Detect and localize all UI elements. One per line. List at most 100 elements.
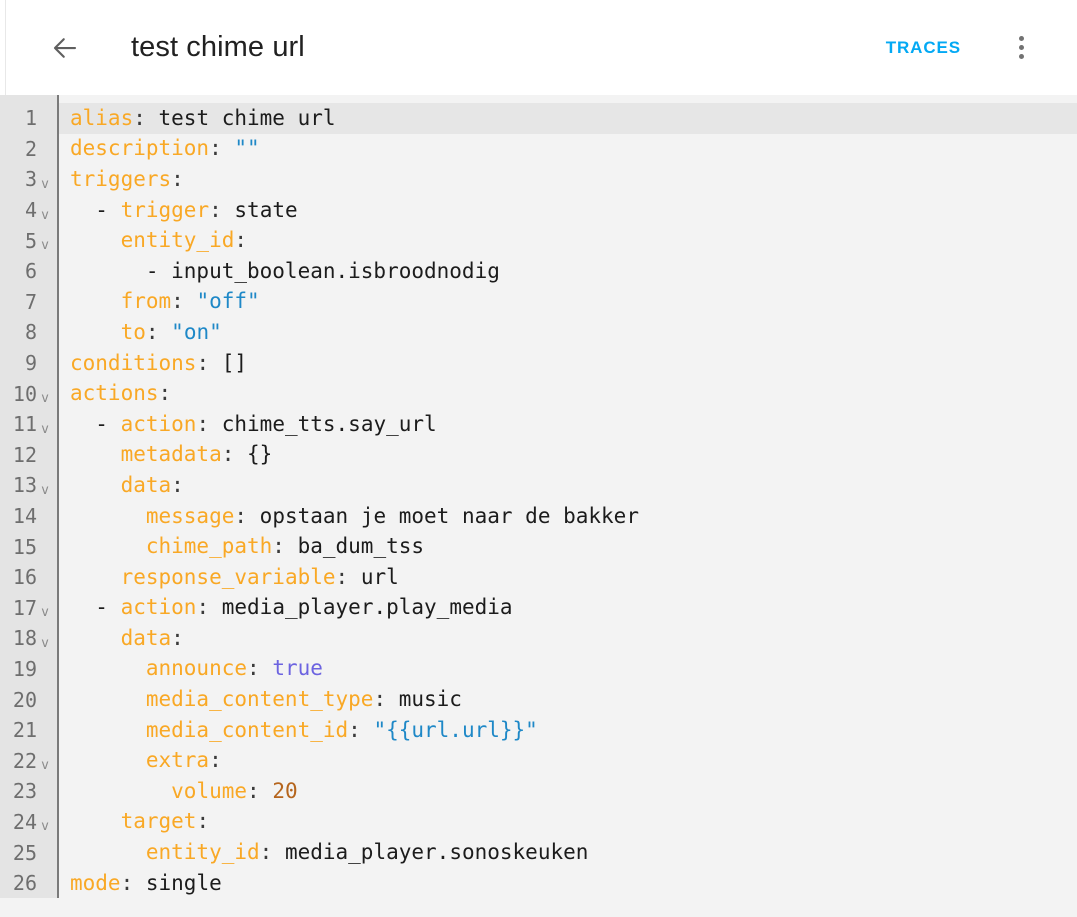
more-vert-icon — [1018, 45, 1024, 50]
token-punct: : — [209, 748, 222, 773]
token-punct: : — [196, 411, 222, 436]
fold-chevron-icon[interactable]: v — [41, 391, 49, 407]
token-plain: - — [95, 197, 121, 222]
code-line[interactable]: 12 metadata: {} — [0, 440, 1077, 471]
traces-button[interactable]: TRACES — [878, 29, 969, 66]
token-punct: : — [209, 197, 235, 222]
code-text: entity_id: media_player.sonoskeuken — [70, 840, 589, 865]
fold-chevron-icon[interactable]: v — [41, 635, 49, 651]
token-punct: : — [196, 809, 210, 834]
line-gutter: 14 — [0, 501, 57, 532]
line-number: 6 — [24, 259, 37, 284]
line-gutter: 23 — [0, 776, 57, 807]
line-gutter: 21 — [0, 715, 57, 746]
token-punct: : — [171, 289, 197, 314]
fold-chevron-icon[interactable]: v — [41, 819, 49, 835]
fold-chevron-icon[interactable]: v — [41, 207, 49, 223]
code-line[interactable]: 15 chime_path: ba_dum_tss — [0, 531, 1077, 562]
fold-chevron-icon[interactable]: v — [41, 482, 49, 498]
token-bool: true — [272, 656, 323, 681]
code-text: data: — [70, 474, 184, 496]
token-plain: ba_dum_tss — [297, 534, 425, 559]
code-line[interactable]: 23 volume: 20 — [0, 776, 1077, 807]
token-punct: : — [348, 717, 374, 742]
token-plain: media_player.sonoskeuken — [284, 840, 589, 865]
line-gutter: 8 — [0, 317, 57, 348]
code-line[interactable]: 6 - input_boolean.isbroodnodig — [0, 256, 1077, 287]
token-key: mode — [70, 870, 121, 895]
token-plain: state — [234, 197, 298, 222]
code-text: - action: chime_tts.say_url — [70, 411, 436, 436]
overflow-menu-button[interactable] — [997, 24, 1045, 72]
token-punct: : — [209, 136, 235, 161]
line-gutter: 16 — [0, 562, 57, 593]
app-toolbar: test chime url TRACES — [0, 0, 1077, 95]
code-text: - input_boolean.isbroodnodig — [70, 260, 500, 282]
token-plain: single — [145, 870, 222, 895]
line-number: 18 — [12, 626, 37, 651]
token-punct: : — [158, 381, 172, 406]
line-number: 9 — [24, 351, 37, 376]
code-line[interactable]: 21 media_content_id: "{{url.url}}" — [0, 715, 1077, 746]
token-punct: : — [234, 228, 248, 253]
token-key: triggers — [70, 166, 172, 191]
code-text: data: — [70, 627, 184, 649]
token-key: to — [120, 319, 146, 344]
code-text: triggers: — [70, 166, 184, 191]
token-punct: : — [145, 319, 172, 344]
code-line[interactable]: 7 from: "off" — [0, 287, 1077, 318]
page-title: test chime url — [131, 31, 305, 63]
code-line[interactable]: 19 announce: true — [0, 654, 1077, 685]
token-str: "on" — [171, 319, 222, 344]
code-line[interactable]: 8 to: "on" — [0, 317, 1077, 348]
token-plain: test chime url — [158, 105, 336, 130]
code-line[interactable]: 14 message: opstaan je moet naar de bakk… — [0, 501, 1077, 532]
code-text: message: opstaan je moet naar de bakker — [70, 505, 639, 527]
fold-chevron-icon[interactable]: v — [41, 238, 49, 254]
code-line[interactable]: 25 entity_id: media_player.sonoskeuken — [0, 837, 1077, 868]
fold-chevron-icon[interactable]: v — [41, 758, 49, 774]
line-gutter: 20 — [0, 684, 57, 715]
line-number: 1 — [24, 106, 37, 131]
token-punct: : — [196, 350, 222, 375]
fold-chevron-icon[interactable]: v — [41, 176, 49, 192]
code-line[interactable]: 20 media_content_type: music — [0, 684, 1077, 715]
line-number: 4 — [24, 198, 37, 223]
token-punct: : — [373, 687, 399, 712]
token-punct: : — [196, 595, 222, 620]
line-gutter: 1 — [0, 103, 57, 134]
token-punct: : — [259, 840, 285, 865]
arrow-left-icon — [50, 33, 80, 63]
code-line[interactable]: 16 response_variable: url — [0, 562, 1077, 593]
back-button[interactable] — [41, 24, 89, 72]
line-gutter: 7 — [0, 287, 57, 318]
fold-chevron-icon[interactable]: v — [41, 421, 49, 437]
fold-chevron-icon[interactable]: v — [41, 605, 49, 621]
token-punct: : — [335, 564, 361, 589]
line-gutter: 25 — [0, 837, 57, 868]
line-gutter: 26 — [0, 868, 57, 899]
token-key: trigger — [120, 197, 210, 222]
line-number: 7 — [24, 289, 37, 314]
token-key: action — [120, 411, 197, 436]
